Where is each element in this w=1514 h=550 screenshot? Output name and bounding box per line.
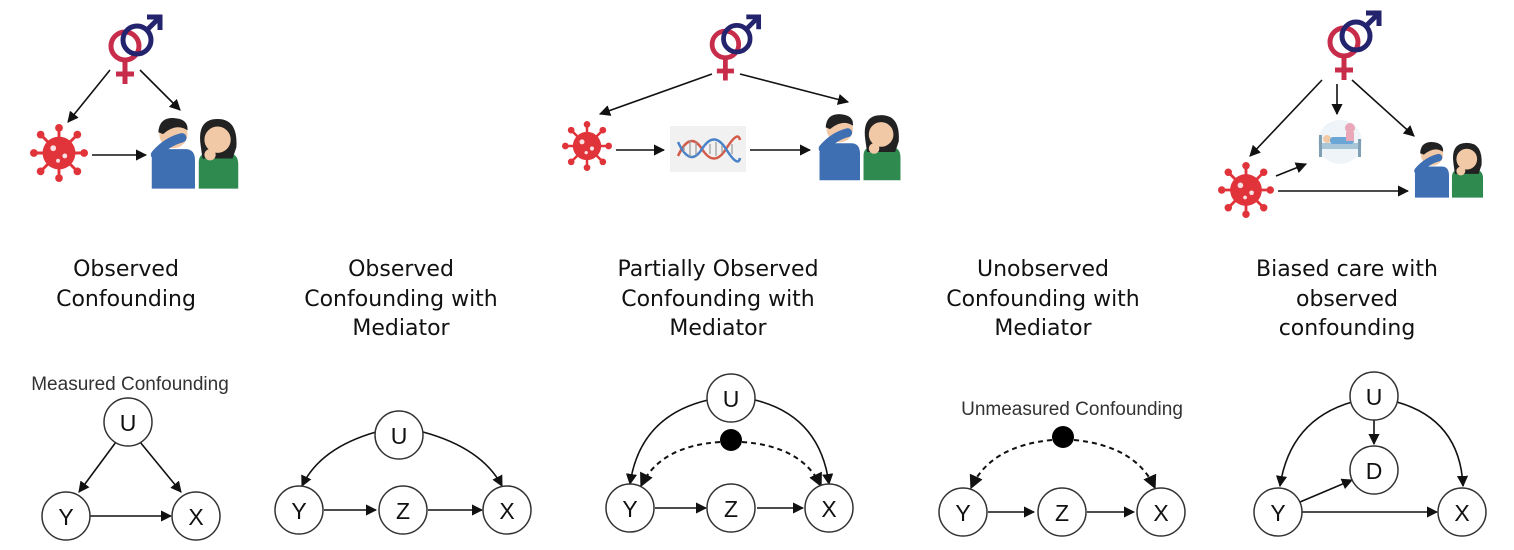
node-d: D — [1349, 445, 1399, 495]
dna-icon — [670, 126, 746, 172]
node-label-y: Y — [291, 498, 306, 524]
edge-gender-patients — [139, 69, 181, 111]
node-label-x: X — [188, 504, 203, 530]
dag-panel-5: U D Y X — [1253, 371, 1487, 537]
panel-title-unobserved-with-mediator: Unobserved Confounding with Mediator — [946, 257, 1140, 341]
illustration-panel-3 — [562, 17, 900, 180]
node-label-u: U — [723, 386, 740, 412]
node-label-u: U — [391, 423, 408, 449]
edge-gender-virus — [67, 69, 111, 123]
node-u: U — [706, 373, 756, 423]
node-x: X — [171, 491, 221, 541]
edge-u-x — [422, 431, 503, 487]
edge-gender-virus — [1249, 79, 1323, 157]
node-y: Y — [938, 487, 988, 537]
node-z: Z — [706, 483, 756, 533]
edge-gender-patients — [1351, 79, 1415, 137]
edge-u-y — [78, 441, 117, 493]
hospital-bed-icon — [1318, 120, 1362, 164]
virus-icon — [30, 124, 88, 182]
node-x: X — [1437, 487, 1487, 537]
illustration-panel-1 — [30, 17, 238, 189]
sick-patients-icon — [820, 114, 901, 180]
node-x: X — [804, 483, 854, 533]
edge-u-y — [625, 399, 709, 486]
node-label-z: Z — [396, 498, 410, 524]
edge-u-x — [1396, 401, 1469, 488]
edge-latent-x — [741, 441, 822, 488]
node-label-x: X — [821, 496, 836, 522]
dag-caption-unmeasured: Unmeasured Confounding — [961, 399, 1183, 420]
node-x: X — [482, 485, 532, 535]
dag-panel-3: U Y Z X — [605, 373, 854, 533]
edge-latent-y — [969, 439, 1053, 490]
edge-u-x — [139, 441, 182, 493]
panel-title-observed-with-mediator: Observed Confounding with Mediator — [304, 257, 498, 341]
sick-patients-icon — [152, 118, 238, 189]
dag-panel-1: U Y X — [41, 397, 221, 541]
node-label-d: D — [1366, 458, 1383, 484]
node-label-u: U — [120, 410, 137, 436]
node-label-z: Z — [1055, 500, 1069, 526]
node-label-u: U — [1366, 384, 1383, 410]
edge-u-y — [301, 431, 377, 488]
node-label-y: Y — [955, 500, 970, 526]
node-label-y: Y — [622, 496, 637, 522]
edge-gender-virus — [598, 73, 713, 116]
edge-latent-y — [640, 441, 721, 488]
node-u: U — [374, 410, 424, 460]
illustration-panel-5 — [1218, 13, 1483, 218]
node-label-y: Y — [1270, 500, 1285, 526]
node-z: Z — [378, 485, 428, 535]
node-x: X — [1136, 487, 1186, 537]
panel-title-observed-confounding: Observed Confounding — [56, 257, 196, 312]
edge-virus-care — [1275, 162, 1308, 177]
node-u: U — [103, 397, 153, 447]
gender-symbol-icon — [1330, 13, 1379, 80]
node-y: Y — [605, 483, 655, 533]
gender-symbol-icon — [111, 17, 160, 84]
node-label-x: X — [1454, 500, 1469, 526]
panel-title-partially-observed-with-mediator: Partially Observed Confounding with Medi… — [617, 257, 819, 341]
sick-patients-icon — [1415, 142, 1483, 198]
edge-latent-x — [1073, 439, 1157, 490]
edge-u-x — [754, 399, 834, 486]
virus-icon — [562, 121, 612, 171]
node-u: U — [1349, 371, 1399, 421]
node-y: Y — [1253, 487, 1303, 537]
dag-caption-measured: Measured Confounding — [31, 374, 229, 395]
node-label-z: Z — [724, 496, 738, 522]
node-label-x: X — [1153, 500, 1168, 526]
node-label-x: X — [499, 498, 514, 524]
dag-panel-2: U Y Z X — [274, 410, 532, 535]
dag-panel-4: Y Z X — [938, 426, 1186, 537]
edge-y-d — [1299, 478, 1354, 503]
virus-icon — [1218, 162, 1274, 218]
node-label-y: Y — [58, 504, 73, 530]
panel-title-biased-care: Biased care with observed confounding — [1256, 257, 1438, 341]
node-z: Z — [1037, 487, 1087, 537]
latent-confounder-dot — [1052, 426, 1074, 448]
edge-u-y — [1275, 401, 1353, 488]
gender-symbol-icon — [712, 17, 759, 81]
latent-confounder-dot — [720, 429, 742, 451]
node-y: Y — [41, 491, 91, 541]
node-y: Y — [274, 485, 324, 535]
edge-gender-patients — [739, 73, 850, 105]
